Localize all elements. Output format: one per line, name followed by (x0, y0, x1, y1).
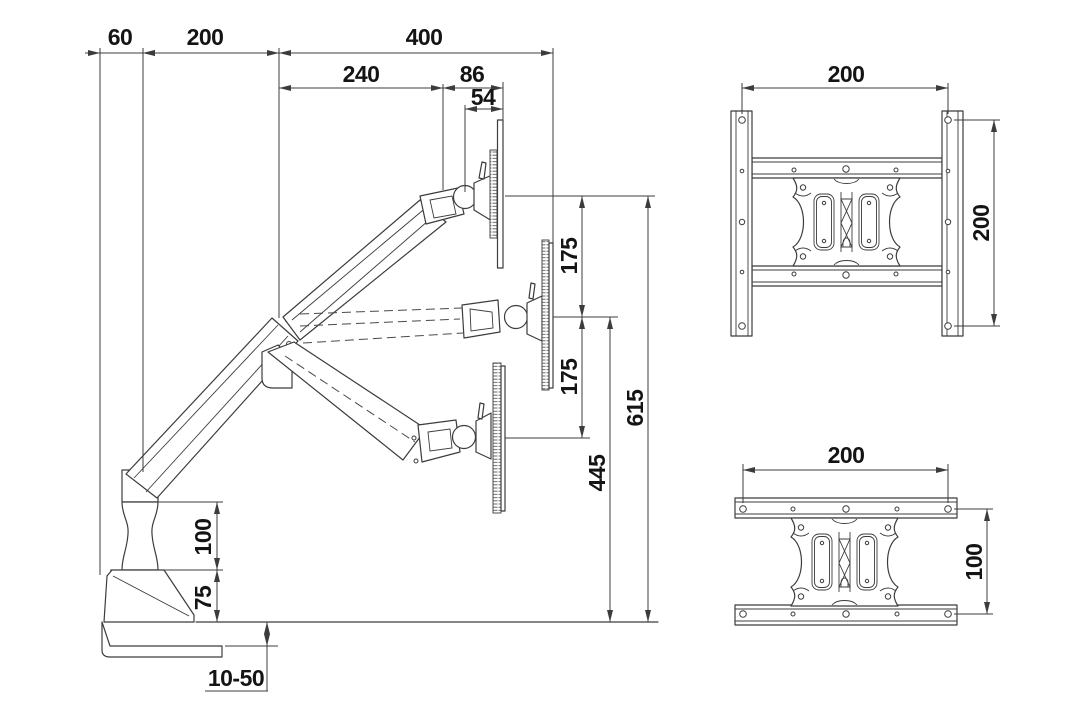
monitor-head-middle (461, 239, 554, 391)
ball-joint-middle (503, 304, 529, 330)
lower-arm (125, 317, 299, 499)
vesa-view-200x100: 200 100 (734, 442, 993, 626)
vesa-200x200-dimensions: 200 200 (741, 61, 1000, 327)
clamp-foot (101, 621, 223, 658)
release-tab-top (478, 161, 487, 180)
dim-label-200-reach: 200 (187, 24, 224, 50)
vesa-plate-edge-top (489, 149, 498, 239)
dim-label-615: 615 (622, 389, 648, 427)
forearm-bottom-position (267, 341, 427, 461)
vesa-200x100-dimensions: 200 100 (742, 442, 993, 615)
dim-label-86: 86 (460, 61, 485, 87)
dim-label-445: 445 (584, 454, 610, 492)
side-view-dimensions: 60 200 400 240 86 54 175 175 445 615 100… (85, 24, 655, 692)
forearm-top-position (282, 199, 447, 341)
screen-profile-top (496, 119, 504, 269)
dim-label-vesa1-width: 200 (828, 61, 865, 87)
vesa-plate-edge-bottom (492, 362, 502, 514)
vesa-quick-release-plate-2 (790, 517, 899, 607)
vesa-view-200x200: 200 200 (730, 61, 1000, 337)
bar-holes (739, 505, 952, 618)
dim-label-vesa2-width: 200 (828, 442, 865, 468)
dim-label-175-upper: 175 (556, 237, 582, 275)
dim-label-desk-range: 10-50 (208, 665, 264, 691)
dim-label-vesa2-height: 100 (961, 544, 987, 581)
screen-profile-bottom (500, 365, 506, 512)
forearm-middle-position-phantom (299, 307, 464, 344)
desk-clamp (101, 569, 223, 658)
dim-label-240: 240 (343, 61, 380, 87)
vesa-plate-edge-middle (541, 239, 550, 391)
monitor-head-bottom (411, 362, 506, 514)
monitor-head-top (419, 119, 504, 269)
dim-label-vesa1-height: 200 (968, 205, 994, 242)
dim-label-400: 400 (406, 24, 443, 50)
rail-holes (738, 116, 952, 330)
release-tab-bottom (477, 402, 485, 420)
dim-label-60: 60 (108, 24, 133, 50)
rail-right (941, 110, 964, 337)
dim-label-54: 54 (471, 84, 496, 110)
side-elevation-view: 60 200 400 240 86 54 175 175 445 615 100… (85, 24, 659, 692)
dim-label-100-riser: 100 (190, 519, 216, 556)
clamp-body (103, 569, 195, 623)
release-tab-middle (528, 282, 536, 300)
screen-profile-middle (548, 242, 554, 389)
dim-label-75: 75 (190, 585, 216, 610)
dim-label-175-lower: 175 (556, 358, 582, 396)
ball-joint-bottom (451, 424, 477, 450)
vesa-quick-release-plate (792, 177, 901, 267)
